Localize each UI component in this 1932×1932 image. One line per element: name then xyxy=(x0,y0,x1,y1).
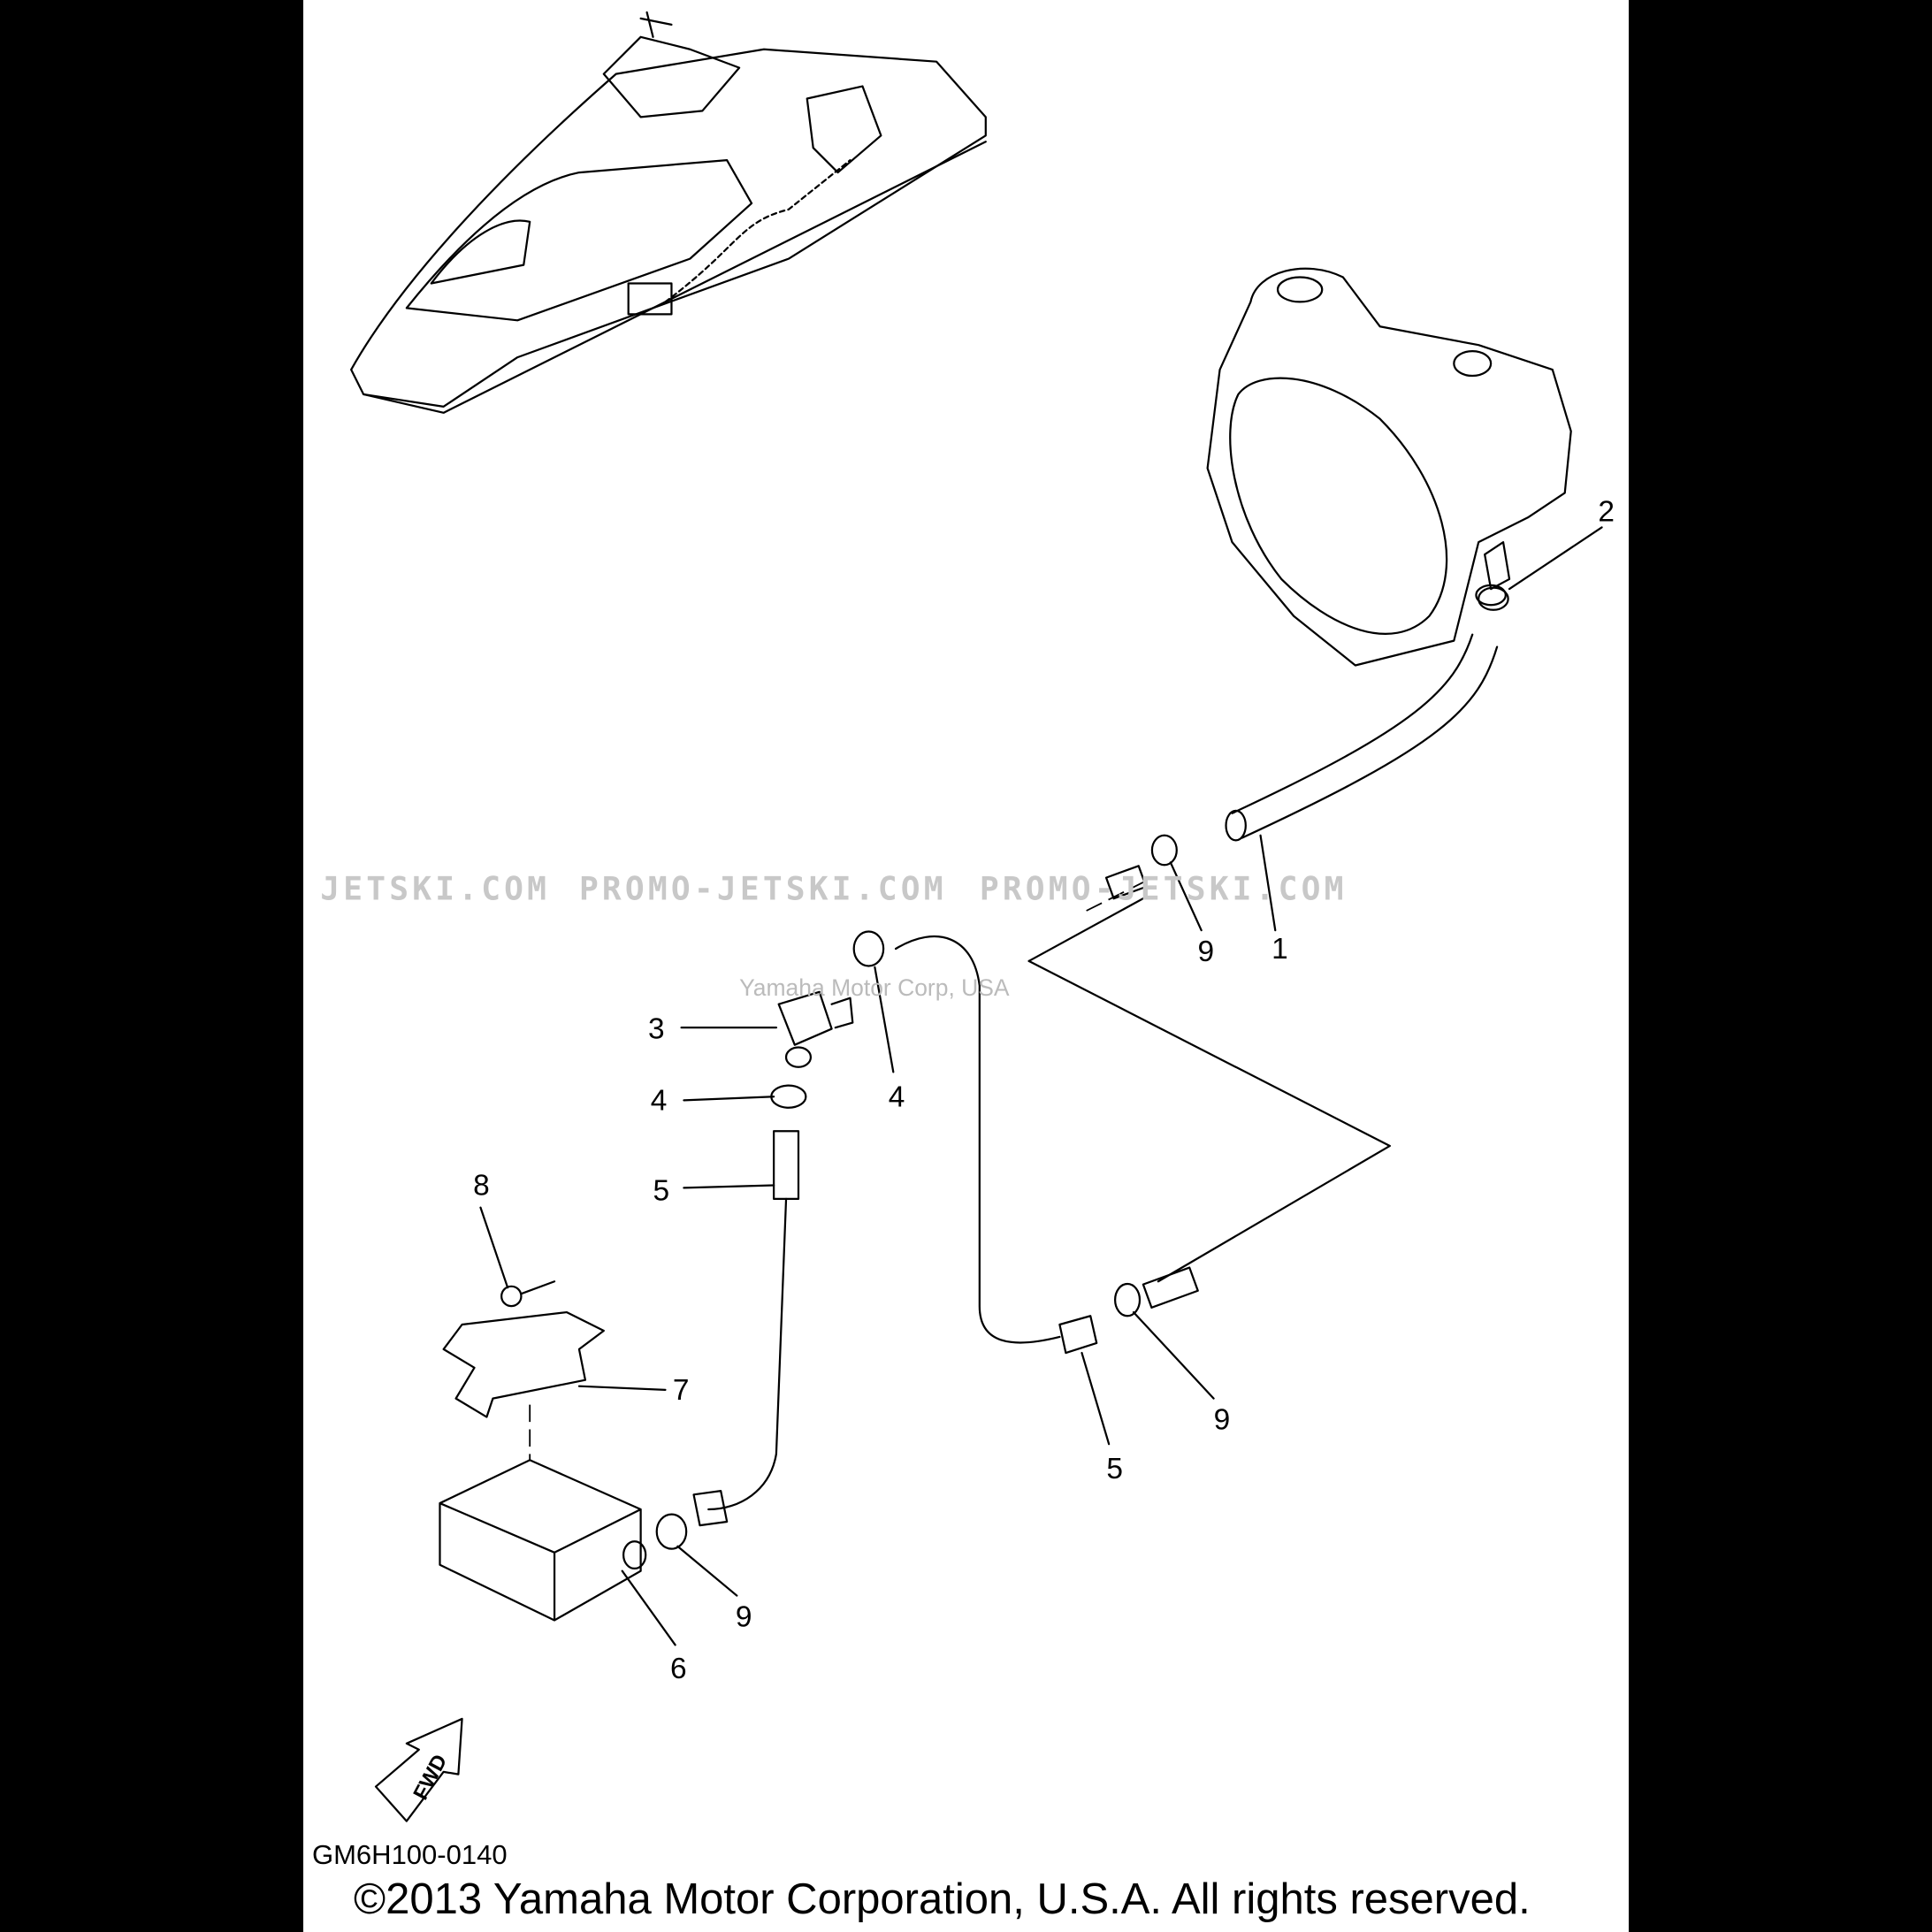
callout-4: 4 xyxy=(889,1081,905,1113)
watermark-text: PROMO-JETSKI.COM xyxy=(980,869,1348,907)
jetski-overview-illustration xyxy=(350,11,987,414)
callout-1: 1 xyxy=(1271,933,1288,966)
bracket-and-box xyxy=(439,1280,647,1622)
callout-7: 7 xyxy=(673,1374,690,1407)
callout-2: 2 xyxy=(1598,495,1615,528)
callout-8: 8 xyxy=(473,1170,490,1203)
fwd-label: FWD xyxy=(409,1751,452,1804)
callout-9: 9 xyxy=(736,1600,752,1633)
diagram-code: GM6H100-0140 xyxy=(312,1839,508,1870)
callout-5: 5 xyxy=(653,1174,670,1207)
callout-4: 4 xyxy=(651,1085,668,1118)
fwd-arrow-icon: FWD xyxy=(374,1717,463,1822)
callout-6: 6 xyxy=(670,1653,687,1685)
watermark-text: JETSKI.COM xyxy=(320,869,550,907)
watermark-overlay: Yamaha Motor Corp, USA xyxy=(739,974,1010,1001)
hose-routing xyxy=(692,633,1499,1527)
watermark-text: PROMO-JETSKI.COM xyxy=(579,869,947,907)
callout-9: 9 xyxy=(1197,935,1214,968)
callout-3: 3 xyxy=(648,1013,665,1046)
callout-5: 5 xyxy=(1106,1453,1123,1485)
diagram-page xyxy=(303,0,1629,1932)
jet-pump-housing-illustration xyxy=(1206,267,1572,667)
hose-clamps xyxy=(655,586,1509,1550)
leader-lines xyxy=(479,526,1603,1646)
copyright-notice: ©2013 Yamaha Motor Corporation, U.S.A. A… xyxy=(354,1875,1531,1923)
callout-9: 9 xyxy=(1214,1403,1231,1436)
